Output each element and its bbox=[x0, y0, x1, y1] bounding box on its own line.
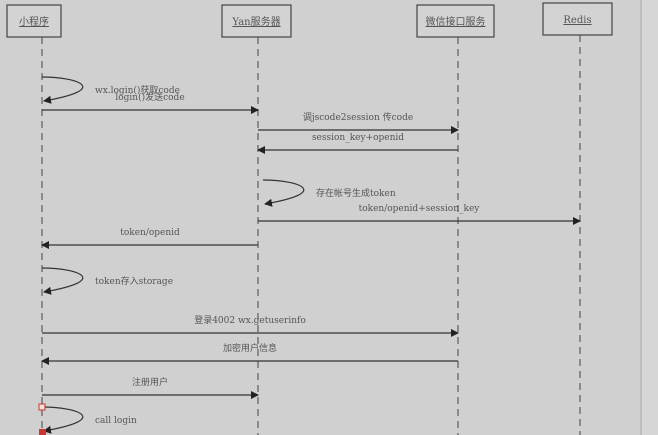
window-edge-divider bbox=[640, 0, 642, 435]
message-label: 登录4002 wx.getuserinfo bbox=[194, 315, 306, 326]
message-label: token/openid+session_key bbox=[359, 204, 481, 214]
message-9: 加密用户信息 bbox=[41, 342, 458, 365]
message-label: call login bbox=[95, 416, 137, 426]
message-0: wx.login()获取code bbox=[41, 76, 180, 104]
message-label: 加密用户信息 bbox=[223, 342, 277, 354]
message-7: token存入storage bbox=[41, 267, 173, 295]
participant-0: 小程序 bbox=[6, 4, 62, 435]
participant-box bbox=[6, 4, 62, 38]
participant-box bbox=[221, 4, 292, 38]
message-10: 注册用户 bbox=[42, 376, 259, 399]
participant-label: 小程序 bbox=[19, 15, 49, 28]
self-call-arrow bbox=[41, 76, 84, 104]
message-label: wx.login()获取code bbox=[95, 85, 180, 96]
participant-label: Redis bbox=[563, 15, 591, 26]
message-label: 调jscode2session 传code bbox=[303, 111, 413, 123]
activation-start-marker bbox=[38, 403, 46, 411]
self-call-arrow bbox=[41, 267, 84, 295]
message-8: 登录4002 wx.getuserinfo bbox=[42, 315, 459, 337]
message-2: 调jscode2session 传code bbox=[258, 111, 459, 134]
participant-label: Yan服务器 bbox=[231, 15, 280, 28]
participant-box bbox=[542, 2, 613, 36]
message-4: 存在帐号生成token bbox=[262, 179, 396, 207]
right-margin bbox=[642, 0, 658, 435]
participant-1: Yan服务器 bbox=[221, 4, 292, 435]
activation-end-marker bbox=[39, 429, 46, 435]
message-label: token/openid bbox=[120, 228, 180, 238]
self-call-arrow bbox=[41, 406, 84, 434]
message-label: 存在帐号生成token bbox=[316, 187, 396, 199]
message-label: login()发送code bbox=[115, 91, 184, 103]
message-1: login()发送code bbox=[42, 91, 259, 114]
message-label: 注册用户 bbox=[132, 376, 168, 388]
participant-2: 微信接口服务 bbox=[416, 4, 495, 435]
message-11: call login bbox=[38, 403, 137, 435]
self-call-arrow bbox=[262, 179, 305, 207]
message-label: session_key+openid bbox=[312, 133, 404, 143]
participant-3: Redis bbox=[542, 2, 613, 435]
message-3: session_key+openid bbox=[257, 133, 458, 154]
participant-label: 微信接口服务 bbox=[426, 15, 486, 28]
message-6: token/openid bbox=[41, 228, 258, 249]
message-label: token存入storage bbox=[95, 275, 173, 287]
participant-box bbox=[416, 4, 495, 38]
message-5: token/openid+session_key bbox=[258, 204, 581, 225]
